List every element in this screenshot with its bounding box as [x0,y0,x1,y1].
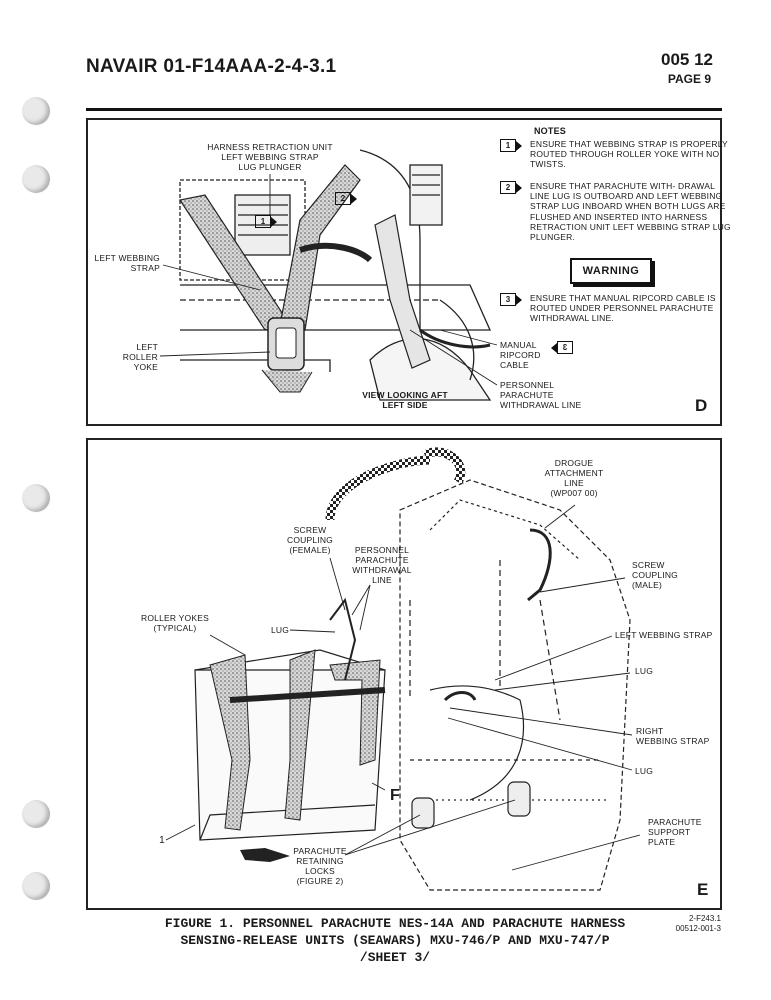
notes-title: NOTES [533,126,566,136]
binder-hole-1 [22,97,50,125]
work-package-number: 005 12 [661,50,713,69]
caption-line-1: FIGURE 1. PERSONNEL PARACHUTE NES-14A AN… [164,916,626,931]
document-id: NAVAIR 01-F14AAA-2-4-3.1 [86,56,337,77]
ref-code-line-1: 2-F243.1 [688,914,721,923]
header-rule [86,108,722,111]
note-text-2: ENSURE THAT PARACHUTE WITH- DRAWAL LINE … [530,181,731,243]
callout-badge-2: 2 [335,192,357,205]
caption-line-3: /SHEET 3/ [359,950,431,965]
caption-line-2: SENSING-RELEASE UNITS (SEAWARS) MXU-746/… [180,933,610,948]
label-left-webbing-strap-e: LEFT WEBBING STRAP [615,630,713,640]
callout-badge-1: 1 [255,215,277,228]
label-item-1: 1 [159,835,165,846]
label-left-roller-yoke: LEFT ROLLER YOKE [122,342,158,372]
label-screw-coupling-female: SCREW COUPLING (FEMALE) [287,525,333,555]
label-view-f: F [390,787,400,804]
warning-box: WARNING [570,258,652,284]
panel-e-letter: E [697,880,709,899]
panel-e [86,438,722,910]
note-text-3: ENSURE THAT MANUAL RIPCORD CABLE IS ROUT… [530,293,716,324]
binder-hole-4 [22,800,50,828]
label-parachute-support-plate: PARACHUTE SUPPORT PLATE [648,817,702,847]
label-personnel-parachute-withdrawal-line-e: PERSONNEL PARACHUTE WITHDRAWAL LINE [352,545,412,585]
figure-caption: FIGURE 1. PERSONNEL PARACHUTE NES-14A AN… [155,915,635,966]
panel-d-letter: D [695,396,708,415]
label-personnel-parachute-withdrawal-line-d: PERSONNEL PARACHUTE WITHDRAWAL LINE [500,380,582,410]
page-number: PAGE 9 [667,72,711,86]
binder-hole-5 [22,872,50,900]
ref-code-line-2: 00512-001-3 [675,924,721,933]
note-badge-2: 2 [500,181,522,194]
binder-hole-3 [22,484,50,512]
label-view-looking-aft: VIEW LOOKING AFT LEFT SIDE [362,390,448,410]
binder-hole-2 [22,165,50,193]
figure-reference-code: 2-F243.1 00512-001-3 [676,914,721,934]
note-badge-3: 3 [500,293,522,306]
label-lug-right-2: LUG [635,766,654,776]
label-manual-ripcord-cable: MANUAL RIPCORD CABLE [500,340,541,370]
label-parachute-retaining-locks: PARACHUTE RETAINING LOCKS (FIGURE 2) [293,846,347,886]
callout-badge-3-ripcord: 3 [557,341,573,354]
panel-d [86,118,722,426]
label-lug-top: LUG [270,625,290,635]
label-left-webbing-strap: LEFT WEBBING STRAP [94,253,160,273]
label-harness-retraction-unit: HARNESS RETRACTION UNIT LEFT WEBBING STR… [207,142,333,172]
label-right-webbing-strap: RIGHT WEBBING STRAP [636,726,710,746]
note-text-1: ENSURE THAT WEBBING STRAP IS PROPERLY RO… [530,139,728,170]
label-screw-coupling-male: SCREW COUPLING (MALE) [632,560,678,590]
label-drogue-attachment-line: DROGUE ATTACHMENT LINE (WP007 00) [544,458,604,498]
label-roller-yokes: ROLLER YOKES (TYPICAL) [141,613,209,633]
label-lug-right-1: LUG [635,666,654,676]
note-badge-1: 1 [500,139,522,152]
